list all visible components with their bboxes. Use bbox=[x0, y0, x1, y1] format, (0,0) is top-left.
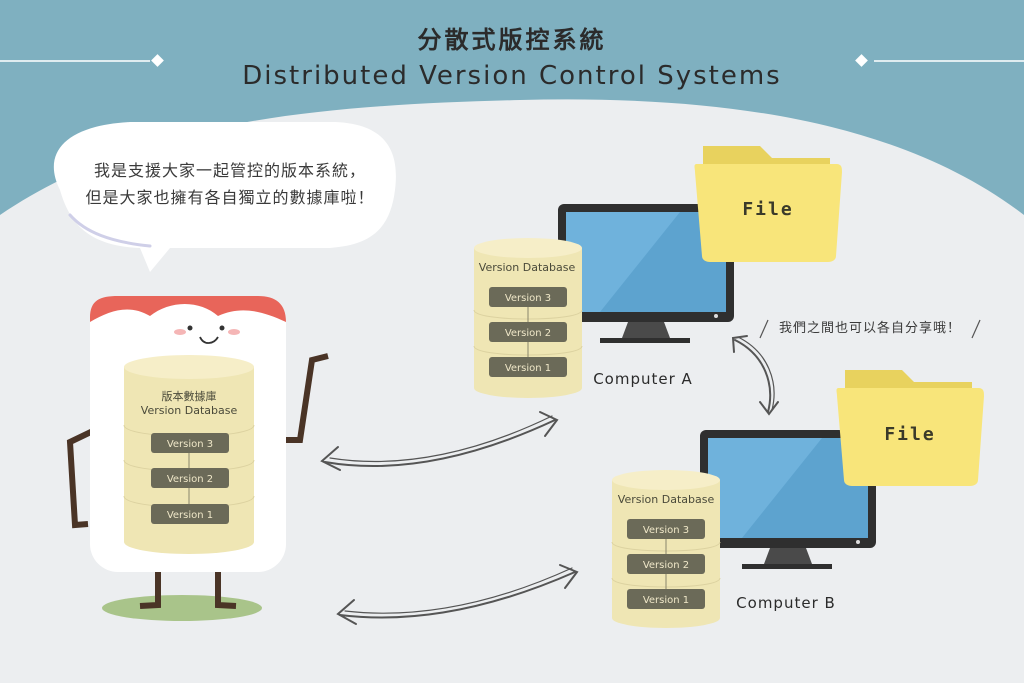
central-version-2: Version 2 bbox=[167, 474, 213, 485]
db-label-b: Version Database bbox=[618, 493, 715, 506]
b-version-2: Version 2 bbox=[643, 560, 689, 571]
computer-b: File Version Database Version 3 Version … bbox=[611, 370, 984, 628]
folder-icon: File bbox=[836, 370, 984, 486]
computer-b-label: Computer B bbox=[736, 594, 836, 612]
b-version-3: Version 3 bbox=[643, 525, 689, 536]
a-version-2: Version 2 bbox=[505, 328, 551, 339]
share-note: 我們之間也可以各自分享哦！ bbox=[759, 319, 981, 339]
sync-arrow-b bbox=[336, 564, 579, 625]
diamond-icon bbox=[151, 54, 164, 67]
bubble-line-2: 但是大家也擁有各自獨立的數據庫啦！ bbox=[85, 188, 374, 207]
a-version-1: Version 1 bbox=[505, 363, 551, 374]
bubble-line-1: 我是支援大家一起管控的版本系統， bbox=[94, 161, 366, 180]
title-chinese: 分散式版控系統 bbox=[418, 26, 607, 54]
title-english: Distributed Version Control Systems bbox=[242, 61, 781, 91]
share-arrow bbox=[731, 335, 779, 416]
b-version-1: Version 1 bbox=[643, 595, 689, 606]
file-label-b: File bbox=[884, 424, 935, 445]
ground-shadow bbox=[102, 595, 262, 621]
database-character: 版本數據庫 Version Database Version 3 Version… bbox=[66, 296, 329, 621]
file-label-a: File bbox=[742, 199, 793, 220]
sync-arrow-a bbox=[320, 411, 559, 471]
character-hair bbox=[90, 296, 286, 322]
a-version-3: Version 3 bbox=[505, 293, 551, 304]
header-background bbox=[0, 0, 1024, 215]
db-label-a: Version Database bbox=[479, 261, 576, 274]
computer-a-label: Computer A bbox=[593, 370, 693, 388]
central-db-label-en: Version Database bbox=[141, 404, 238, 417]
central-version-1: Version 1 bbox=[167, 510, 213, 521]
folder-icon: File bbox=[694, 146, 842, 262]
share-note-text: 我們之間也可以各自分享哦！ bbox=[779, 320, 961, 336]
computer-a: File Version Database Version 3 Version … bbox=[473, 146, 842, 398]
central-db-label-zh: 版本數據庫 bbox=[162, 389, 217, 403]
speech-bubble: 我是支援大家一起管控的版本系統， 但是大家也擁有各自獨立的數據庫啦！ bbox=[53, 122, 396, 272]
central-version-3: Version 3 bbox=[167, 439, 213, 450]
